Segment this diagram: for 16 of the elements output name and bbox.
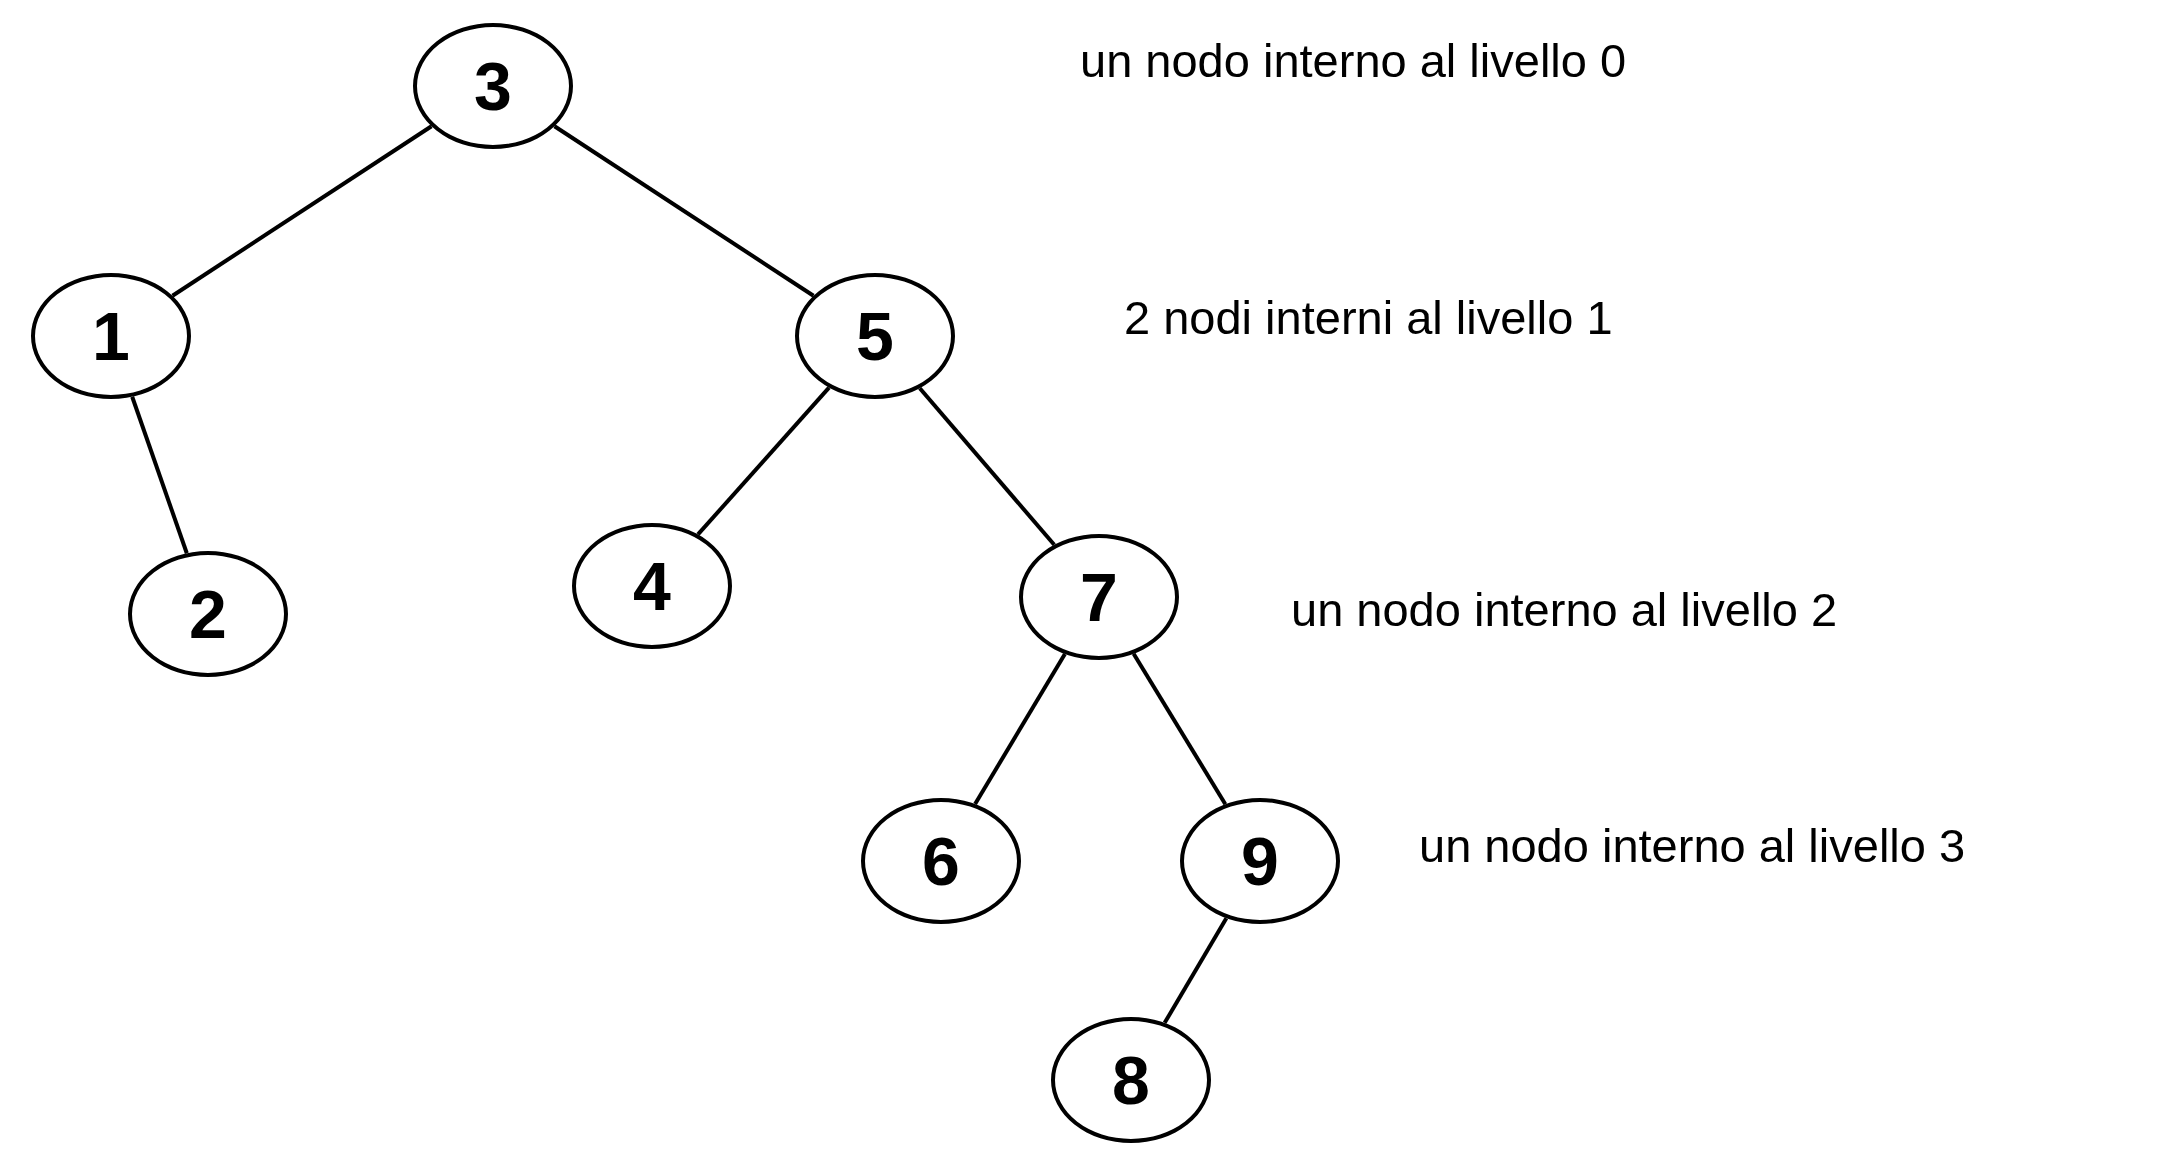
tree-node: 5	[795, 273, 955, 399]
tree-node: 7	[1019, 534, 1179, 660]
tree-node: 6	[861, 798, 1021, 924]
tree-node: 4	[572, 523, 732, 649]
tree-node: 2	[128, 551, 288, 677]
tree-node: 3	[413, 23, 573, 149]
level-note: un nodo interno al livello 2	[1291, 584, 1838, 636]
tree-edge	[130, 396, 189, 554]
level-note: un nodo interno al livello 0	[1080, 35, 1627, 87]
tree-edge	[171, 124, 433, 298]
tree-node: 8	[1051, 1017, 1211, 1143]
level-note: 2 nodi interni al livello 1	[1124, 292, 1613, 344]
tree-node: 9	[1180, 798, 1340, 924]
tree-node: 1	[31, 273, 191, 399]
tree-edge	[553, 124, 815, 298]
level-note: un nodo interno al livello 3	[1419, 820, 1966, 872]
